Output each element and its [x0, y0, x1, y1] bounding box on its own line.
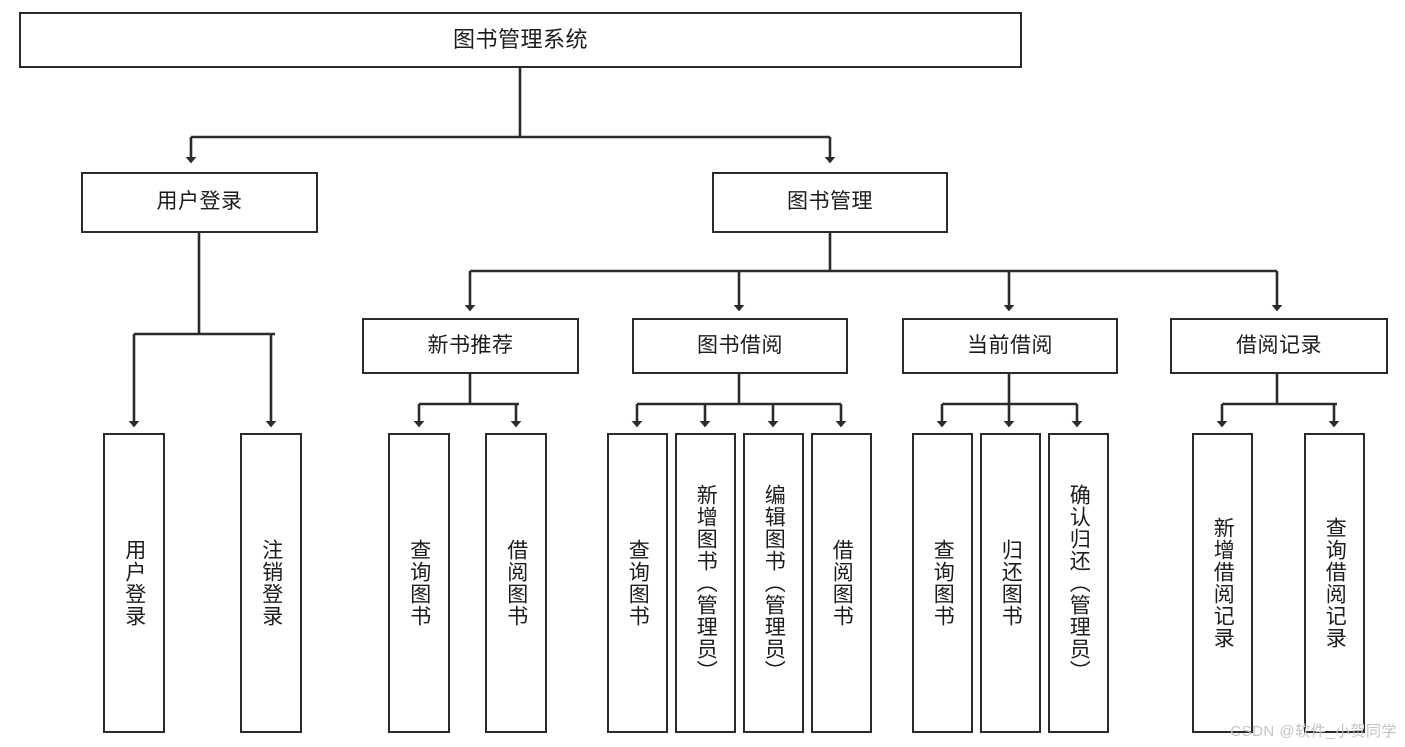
- node-root-book-management-system[interactable]: 图书管理系统: [19, 12, 1022, 68]
- leaf-query-borrow-record[interactable]: 查询借阅记录: [1304, 433, 1365, 733]
- leaf-return-book[interactable]: 归还图书: [980, 433, 1041, 733]
- leaf-add-borrow-record[interactable]: 新增借阅记录: [1192, 433, 1253, 733]
- node-user-login[interactable]: 用户登录: [81, 172, 318, 233]
- leaf-borrow-book-recommend[interactable]: 借阅图书: [485, 433, 547, 733]
- node-label: 用户登录: [122, 539, 146, 627]
- node-label: 新增图书（管理员）: [694, 484, 718, 682]
- node-label: 用户登录: [156, 190, 243, 214]
- node-label: 借阅记录: [1236, 333, 1322, 357]
- leaf-user-login[interactable]: 用户登录: [103, 433, 165, 733]
- leaf-query-book-borrow[interactable]: 查询图书: [607, 433, 668, 733]
- node-label: 查询图书: [626, 539, 650, 627]
- leaf-confirm-return-admin[interactable]: 确认归还（管理员）: [1048, 433, 1109, 733]
- leaf-borrow-book[interactable]: 借阅图书: [811, 433, 872, 733]
- node-label: 查询图书: [407, 539, 431, 627]
- node-label: 借阅图书: [504, 539, 528, 627]
- node-label: 当前借阅: [967, 333, 1053, 357]
- node-label: 图书管理系统: [452, 27, 588, 53]
- node-label: 借阅图书: [830, 539, 854, 627]
- leaf-edit-book-admin[interactable]: 编辑图书（管理员）: [743, 433, 804, 733]
- watermark-text: CSDN @软件_小贺同学: [1230, 723, 1397, 740]
- node-label: 新书推荐: [427, 333, 514, 357]
- node-borrow-record[interactable]: 借阅记录: [1170, 318, 1388, 374]
- leaf-query-book-current[interactable]: 查询图书: [912, 433, 973, 733]
- leaf-logout[interactable]: 注销登录: [240, 433, 302, 733]
- node-current-borrow[interactable]: 当前借阅: [902, 318, 1118, 374]
- node-book-management[interactable]: 图书管理: [712, 172, 948, 233]
- node-label: 确认归还（管理员）: [1067, 484, 1091, 682]
- node-label: 新增借阅记录: [1211, 517, 1235, 649]
- node-label: 归还图书: [999, 539, 1023, 627]
- node-label: 图书管理: [787, 190, 873, 214]
- node-label: 查询图书: [931, 539, 955, 627]
- leaf-add-book-admin[interactable]: 新增图书（管理员）: [675, 433, 736, 733]
- node-new-book-recommend[interactable]: 新书推荐: [362, 318, 579, 374]
- node-book-borrow[interactable]: 图书借阅: [632, 318, 848, 374]
- node-label: 图书借阅: [697, 333, 783, 357]
- node-label: 查询借阅记录: [1323, 517, 1347, 649]
- node-label: 注销登录: [259, 539, 283, 627]
- node-label: 编辑图书（管理员）: [762, 484, 786, 682]
- leaf-query-book-recommend[interactable]: 查询图书: [388, 433, 450, 733]
